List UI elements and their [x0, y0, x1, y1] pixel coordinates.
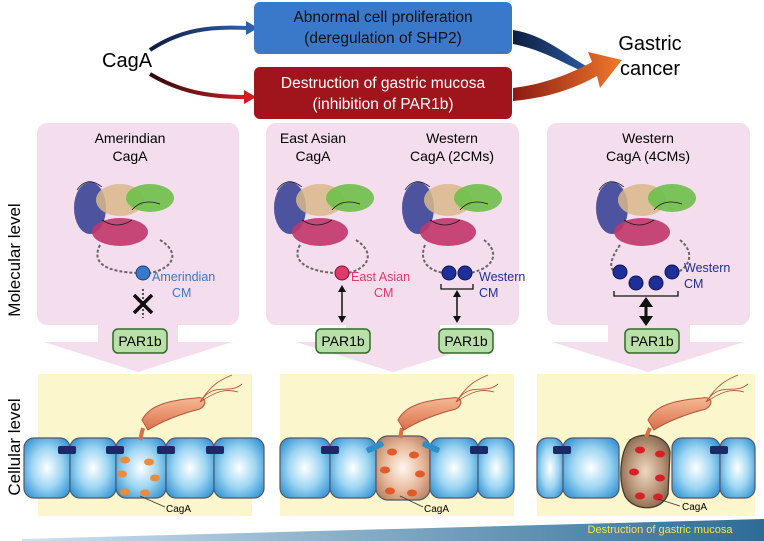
cm-label-amerindian-line1: Amerindian [152, 270, 215, 284]
cellular-level-label: Cellular level [5, 398, 24, 495]
proliferation-line2: (deregulation of SHP2) [304, 30, 462, 47]
par1b-box-3: PAR1b [438, 328, 494, 354]
arrowhead-proliferation [246, 21, 258, 35]
bracket-2b [440, 284, 474, 290]
converging-arrow-blue [513, 30, 594, 76]
arrowhead-w2-down [453, 316, 461, 323]
proliferation-box [254, 2, 512, 54]
epithelium-3 [536, 434, 756, 509]
arrowhead-destruction [244, 90, 256, 104]
caga-cell-label-1: CagA [166, 504, 191, 515]
converging-arrow-red [513, 52, 622, 101]
panel2b-title-line2: CagA (2CMs) [410, 148, 494, 164]
tail-3 [610, 239, 691, 273]
cm-amerindian [135, 265, 151, 281]
destruction-bar-label: Destruction of gastric mucosa [588, 524, 734, 536]
caga-pointer-2 [399, 495, 424, 508]
cm-western4-4 [664, 264, 680, 280]
panel1-title-line1: Amerindian [95, 130, 166, 146]
cm-east-asian [334, 265, 350, 281]
cm-western4-3 [648, 275, 664, 291]
proliferation-line1: Abnormal cell proliferation [293, 9, 472, 26]
bacterium-2 [397, 374, 499, 439]
cm-western-1 [441, 265, 457, 281]
panel3-title-line2: CagA (4CMs) [606, 148, 690, 164]
cm-western4-1 [612, 264, 628, 280]
par1b-box-1: PAR1b [112, 328, 168, 354]
caga-cell-label-3: CagA [682, 502, 707, 513]
par1b-box-4: PAR1b [624, 328, 680, 354]
arrow-to-destruction [148, 72, 245, 99]
arrowhead-w2-up [453, 290, 461, 297]
protein-structure-1 [74, 181, 174, 246]
outcome-line1: Gastric [618, 33, 681, 55]
bacterium-3 [644, 374, 749, 438]
tail-1 [96, 239, 174, 274]
par1b-label-1: PAR1b [118, 333, 162, 349]
outcome-line2: cancer [620, 58, 680, 80]
cm-label-east-asian-line1: East Asian [351, 270, 410, 284]
cm-western-2 [457, 265, 473, 281]
par1b-label-4: PAR1b [630, 333, 674, 349]
panel3-title-line1: Western [622, 130, 674, 146]
molecular-level-label: Molecular level [5, 203, 24, 316]
tail-2b [422, 239, 495, 274]
arrowhead-w4-up [639, 297, 653, 307]
panel2a-title-line2: CagA [295, 148, 331, 164]
par1b-box-2: PAR1b [315, 328, 371, 354]
destruction-line1: Destruction of gastric mucosa [281, 75, 486, 92]
destruction-line2: (inhibition of PAR1b) [312, 96, 453, 113]
cm-label-western2-line1: Western [479, 270, 525, 284]
epithelium-1 [23, 437, 265, 499]
protein-structure-4 [596, 181, 696, 246]
protein-structure-2 [274, 181, 374, 246]
chevron-arrow-2 [296, 325, 490, 372]
panel2b-title-line1: Western [426, 130, 478, 146]
cm-western4-2 [628, 275, 644, 291]
arrowhead-ea-down [338, 316, 346, 323]
caga-pointer-3 [657, 498, 681, 507]
arrowhead-ea-up [338, 285, 346, 292]
cm-label-east-asian-line2: CM [374, 286, 393, 300]
destruction-gradient-bar [22, 519, 764, 541]
par1b-label-2: PAR1b [321, 333, 365, 349]
cm-label-western4-line2: CM [684, 277, 703, 291]
caga-pointer-1 [139, 495, 166, 508]
bacterium-1 [138, 374, 243, 441]
destruction-box [254, 67, 512, 119]
arrow-to-proliferation [148, 25, 247, 52]
caga-cell-label-2: CagA [424, 504, 449, 515]
cm-label-western2-line2: CM [479, 286, 498, 300]
panel2a-title-line1: East Asian [280, 130, 346, 146]
epithelium-2 [279, 435, 515, 501]
panel1-title-line2: CagA [112, 148, 148, 164]
cm-label-western4-line1: Western [684, 261, 730, 275]
blocked-x-icon [132, 293, 154, 315]
bracket-3 [613, 291, 679, 297]
cm-label-amerindian-line2: CM [172, 286, 191, 300]
par1b-label-3: PAR1b [444, 333, 488, 349]
protein-structure-3 [402, 181, 502, 246]
arrowhead-w4-down [639, 316, 653, 326]
caga-source-label: CagA [102, 50, 153, 72]
